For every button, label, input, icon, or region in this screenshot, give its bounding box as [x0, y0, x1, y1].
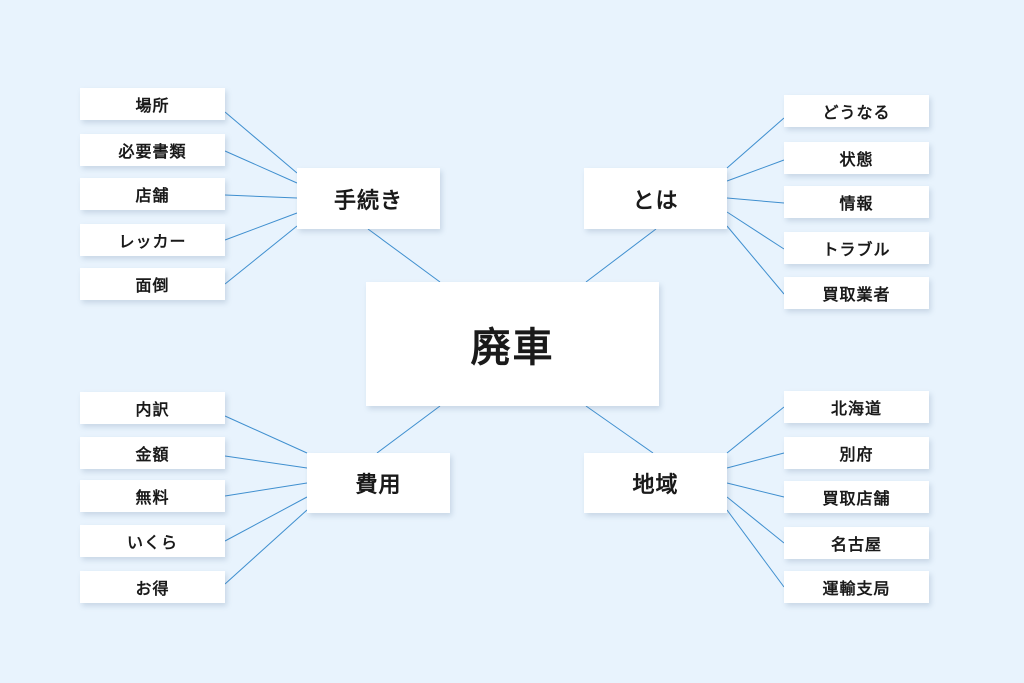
link-tetsuzuki-1 — [224, 150, 298, 184]
leaf-label: 北海道 — [830, 399, 882, 418]
leaf-label: いくら — [126, 533, 178, 552]
leaf-node: 買取業者 — [784, 277, 929, 309]
branch-label: 地域 — [632, 473, 679, 498]
leaf-node: いくら — [80, 525, 225, 557]
center-node: 廃車 — [366, 282, 659, 406]
leaf-label: 別府 — [839, 445, 874, 464]
leaf-label: 場所 — [135, 96, 170, 115]
link-towa-4 — [726, 225, 785, 295]
link-towa-1 — [726, 159, 785, 182]
leaf-node: 別府 — [784, 437, 929, 469]
center-label: 廃車 — [470, 325, 555, 371]
leaf-node: 必要書類 — [80, 134, 225, 166]
leaf-label: 運輸支局 — [822, 579, 891, 598]
leaf-node: 名古屋 — [784, 527, 929, 559]
leaf-node: お得 — [80, 571, 225, 603]
link-center-chiiki — [585, 405, 654, 454]
leaf-label: 買取業者 — [822, 285, 891, 304]
branch-label: 費用 — [355, 473, 402, 498]
link-chiiki-4 — [726, 509, 785, 588]
leaf-label: 面倒 — [135, 276, 170, 295]
leaf-node: どうなる — [784, 95, 929, 127]
leaf-node: トラブル — [784, 232, 929, 264]
leaf-label: 内訳 — [135, 400, 170, 419]
link-chiiki-0 — [726, 406, 785, 454]
leaf-node: 店舗 — [80, 178, 225, 210]
leaf-node: 内訳 — [80, 392, 225, 424]
link-tetsuzuki-3 — [224, 212, 298, 241]
link-center-tetsuzuki — [367, 228, 441, 283]
link-tetsuzuki-4 — [224, 225, 298, 285]
link-tetsuzuki-0 — [224, 111, 298, 174]
branch-node-chiiki: 地域 — [584, 453, 727, 513]
leaf-label: 金額 — [135, 445, 170, 464]
link-towa-3 — [726, 211, 785, 250]
link-hiyou-0 — [224, 415, 308, 454]
branch-node-tetsuzuki: 手続き — [297, 168, 440, 229]
leaf-label: 名古屋 — [830, 535, 882, 554]
leaf-label: 状態 — [839, 150, 874, 169]
leaf-node: 北海道 — [784, 391, 929, 423]
link-hiyou-3 — [224, 496, 308, 542]
leaf-node: レッカー — [80, 224, 225, 256]
link-chiiki-1 — [726, 452, 785, 469]
link-center-towa — [585, 228, 657, 283]
link-hiyou-4 — [224, 509, 308, 585]
branch-node-towa: とは — [584, 168, 727, 229]
link-center-hiyou — [376, 405, 441, 454]
leaf-label: 買取店舗 — [822, 489, 891, 508]
leaf-label: お得 — [135, 579, 170, 598]
link-hiyou-2 — [224, 482, 308, 497]
link-towa-0 — [726, 117, 785, 169]
leaf-label: 無料 — [135, 488, 170, 507]
leaf-label: 必要書類 — [118, 142, 187, 161]
leaf-node: 無料 — [80, 480, 225, 512]
leaf-node: 面倒 — [80, 268, 225, 300]
branch-label: とは — [632, 188, 679, 214]
leaf-node: 状態 — [784, 142, 929, 174]
leaf-node: 買取店舗 — [784, 481, 929, 513]
leaf-label: トラブル — [822, 240, 891, 259]
link-towa-2 — [726, 197, 785, 204]
leaf-node: 情報 — [784, 186, 929, 218]
link-hiyou-1 — [224, 455, 308, 469]
link-tetsuzuki-2 — [224, 194, 298, 199]
branch-node-hiyou: 費用 — [307, 453, 450, 513]
branch-label: 手続き — [333, 188, 403, 214]
leaf-node: 運輸支局 — [784, 571, 929, 603]
leaf-label: どうなる — [822, 103, 891, 122]
leaf-label: レッカー — [118, 232, 187, 251]
leaf-label: 店舗 — [135, 186, 170, 205]
leaf-node: 金額 — [80, 437, 225, 469]
leaf-node: 場所 — [80, 88, 225, 120]
link-chiiki-2 — [726, 482, 785, 498]
link-chiiki-3 — [726, 496, 785, 544]
leaf-label: 情報 — [839, 194, 874, 213]
